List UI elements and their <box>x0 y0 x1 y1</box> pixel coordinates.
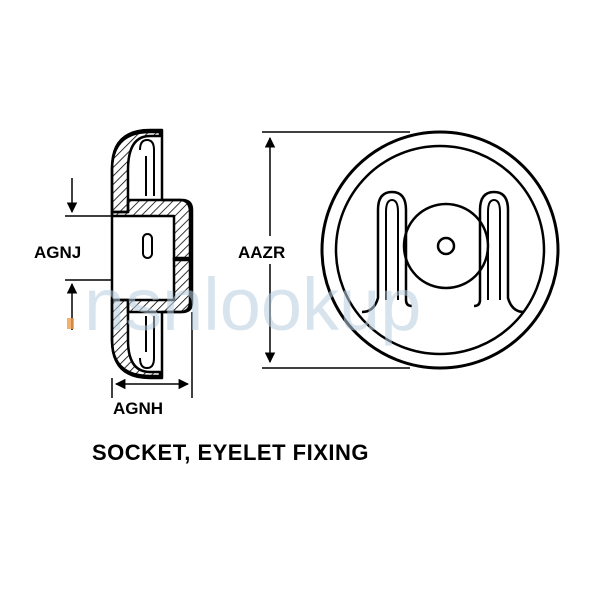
center-slot <box>142 233 153 259</box>
watermark-text: nsnlookup <box>84 263 421 346</box>
center-hole <box>436 236 456 256</box>
agnj-label: AGNJ <box>34 243 81 262</box>
aazr-label: AAZR <box>238 243 285 262</box>
inner-rim <box>334 144 546 356</box>
outer-rim <box>320 130 560 370</box>
watermark-accent <box>67 318 74 329</box>
spring-channel-upper <box>139 139 155 196</box>
aazr-label-bg <box>236 236 306 264</box>
front-view <box>320 130 560 370</box>
spring-loop-right-inner <box>487 198 501 300</box>
side-section-view <box>110 128 194 380</box>
spring-loop-left-inner <box>385 198 399 300</box>
watermark: nsnlookup <box>67 263 421 346</box>
agnh-dimension <box>111 312 193 398</box>
diagram-caption: SOCKET, EYELET FIXING <box>92 440 369 465</box>
spring-loop-right <box>473 190 525 314</box>
section-outline <box>110 128 194 380</box>
spring-channel-lower <box>139 316 155 369</box>
spring-loop-left <box>361 190 413 314</box>
agnj-label-bg <box>30 236 110 264</box>
agnh-label: AGNH <box>113 399 163 418</box>
